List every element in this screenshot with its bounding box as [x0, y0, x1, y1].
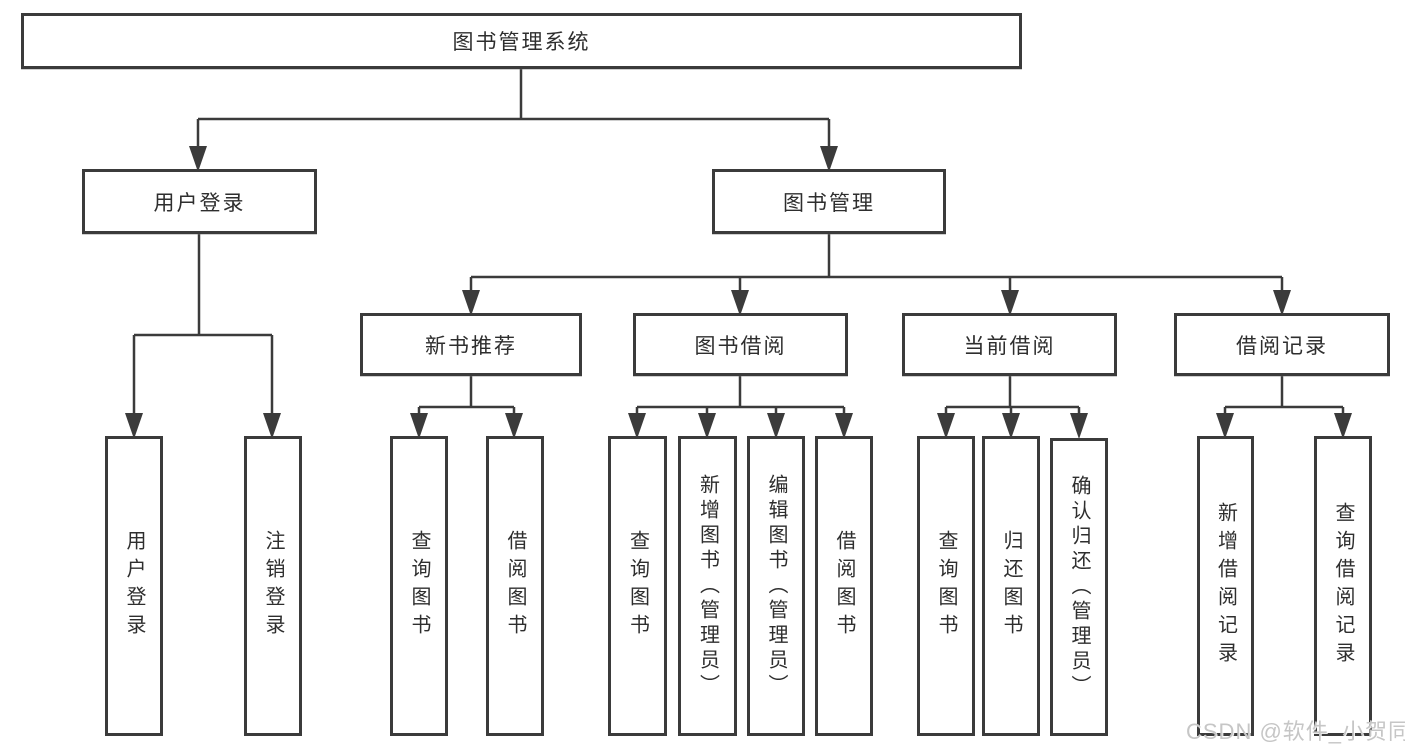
node-label: 借阅图书	[833, 530, 855, 642]
node-records-query-record: 查询借阅记录	[1314, 436, 1372, 736]
node-label: 图书借阅	[694, 334, 787, 358]
node-current-borrowing: 当前借阅	[902, 313, 1117, 376]
node-user-login-leaf: 用户登录	[105, 436, 163, 736]
node-label: 新书推荐	[425, 334, 517, 358]
node-label: 当前借阅	[963, 334, 1056, 358]
node-borrowing-records: 借阅记录	[1174, 313, 1390, 376]
node-label: 注销登录	[262, 530, 284, 642]
node-user-login: 用户登录	[82, 169, 317, 234]
node-book-borrowing: 图书借阅	[633, 313, 848, 376]
node-current-query-books: 查询图书	[917, 436, 975, 736]
node-label: 用户登录	[153, 191, 246, 215]
node-new-book-recommendation: 新书推荐	[360, 313, 582, 376]
node-label: 查询图书	[626, 530, 649, 642]
node-label: 归还图书	[1000, 530, 1022, 642]
node-label: 用户登录	[123, 530, 145, 642]
node-book-management: 图书管理	[712, 169, 946, 234]
node-current-return-books: 归还图书	[982, 436, 1040, 736]
node-records-add-record: 新增借阅记录	[1197, 436, 1254, 736]
node-borrow-borrow-books: 借阅图书	[815, 436, 873, 736]
node-label: 确认归还（管理员）	[1068, 474, 1090, 700]
node-label: 查询图书	[408, 530, 430, 642]
node-label: 新增借阅记录	[1214, 502, 1237, 670]
node-label: 查询借阅记录	[1332, 502, 1354, 670]
csdn-watermark: CSDN @软件_小贺同学	[1186, 719, 1405, 744]
node-label: 借阅记录	[1236, 334, 1328, 358]
node-label: 查询图书	[935, 530, 957, 642]
node-borrow-add-books-admin: 新增图书（管理员）	[678, 436, 737, 736]
node-library-management-system: 图书管理系统	[21, 13, 1022, 69]
node-newbook-query-books: 查询图书	[390, 436, 448, 736]
node-label: 图书管理系统	[452, 31, 591, 54]
node-current-confirm-return-admin: 确认归还（管理员）	[1050, 438, 1108, 736]
node-borrow-edit-books-admin: 编辑图书（管理员）	[747, 436, 805, 736]
node-label: 编辑图书（管理员）	[765, 473, 787, 699]
node-logout: 注销登录	[244, 436, 302, 736]
node-label: 新增图书（管理员）	[696, 473, 719, 699]
node-newbook-borrow-books: 借阅图书	[486, 436, 544, 736]
node-borrow-query-books: 查询图书	[608, 436, 667, 736]
node-label: 图书管理	[783, 191, 875, 215]
node-label: 借阅图书	[504, 530, 526, 642]
